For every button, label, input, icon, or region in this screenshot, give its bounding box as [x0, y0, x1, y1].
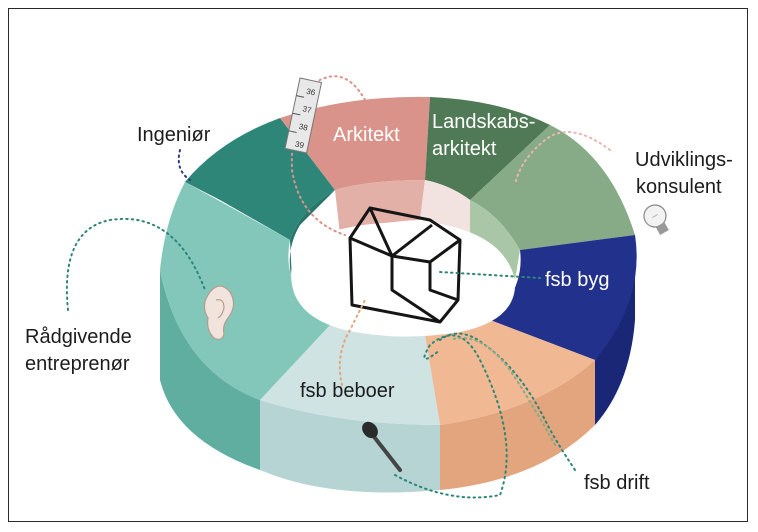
ring-center-hole: [291, 222, 516, 337]
label-raadgivende-2: entreprenør: [25, 353, 130, 375]
label-landskab-2: arkitekt: [432, 138, 497, 160]
segment-fsb-drift: [425, 320, 595, 425]
segment-fsb-byg: [490, 235, 637, 360]
ring-side-walls: [160, 250, 635, 493]
label-fsb-drift: fsb drift: [584, 472, 650, 494]
line-fsb-drift-c: [449, 337, 556, 446]
label-fsb-byg: fsb byg: [545, 269, 609, 291]
ruler-number-1: 36: [305, 87, 316, 98]
line-raadgivende: [66, 217, 206, 311]
segment-udvikling: [470, 125, 635, 250]
label-ingenior: Ingeniør: [137, 124, 211, 146]
wall-fsb-drift: [440, 360, 595, 490]
inner-wall-landskab: [420, 180, 470, 238]
label-udvikling-1: Udviklings-: [635, 149, 733, 171]
wall-raadgivende: [160, 270, 260, 470]
label-landskab-1: Landskabs-: [432, 111, 535, 133]
segment-arkitekt: [280, 96, 430, 190]
line-fsb-drift-b: [439, 332, 576, 471]
ear-icon: [203, 285, 235, 340]
light-bulb-icon: [643, 204, 669, 235]
ruler-number-4: 39: [294, 140, 305, 151]
line-fsb-beboer: [338, 299, 366, 386]
measuring-tape-icon: 36 37 38 39: [284, 77, 323, 154]
wall-fsb-byg: [595, 250, 635, 425]
ruler-number-2: 37: [302, 104, 313, 115]
house-icon: [348, 206, 462, 324]
segment-landskab: [425, 97, 550, 200]
inner-wall-ingenior: [289, 190, 335, 280]
segment-raadgivende: [160, 182, 330, 400]
line-fsb-drift-a: [394, 334, 508, 499]
inner-wall-udvikling: [470, 200, 520, 280]
ring-inner-walls: [289, 180, 520, 280]
ring-top-segments: [160, 96, 637, 425]
ruler-number-3: 38: [298, 122, 309, 133]
inner-wall-arkitekt: [335, 180, 425, 235]
label-arkitekt: Arkitekt: [333, 124, 400, 146]
line-fsb-byg: [439, 271, 541, 279]
wall-fsb-beboer: [260, 400, 440, 493]
line-udvikling: [514, 131, 611, 186]
label-udvikling-2: konsulent: [636, 176, 722, 198]
label-fsb-beboer: fsb beboer: [300, 380, 395, 402]
label-raadgivende-1: Rådgivende: [25, 326, 132, 348]
line-ingenior: [177, 149, 191, 181]
segment-fsb-beboer: [260, 325, 440, 425]
microphone-icon: [362, 421, 402, 472]
